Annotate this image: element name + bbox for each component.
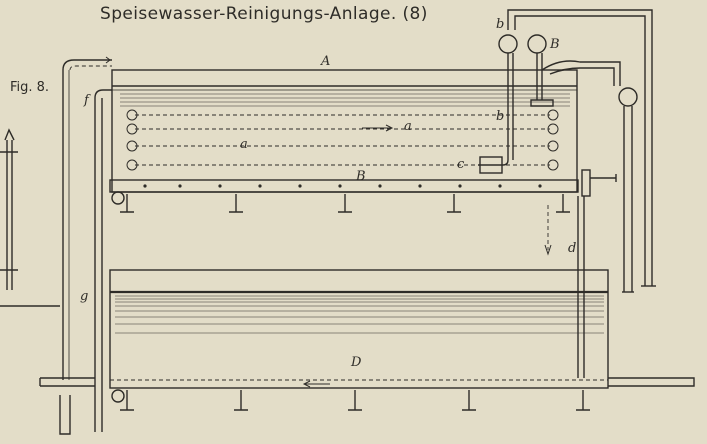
lower-tank-D bbox=[109, 269, 609, 389]
drain-pipes bbox=[39, 377, 695, 387]
label-B-tray: B bbox=[356, 169, 366, 184]
label-f: f bbox=[84, 93, 89, 108]
upper-tank-supports bbox=[120, 194, 570, 213]
label-d: d bbox=[568, 241, 577, 256]
label-b-tank: b bbox=[496, 109, 505, 124]
lower-water-hatching bbox=[115, 295, 604, 334]
figure-number: Fig. 8. bbox=[10, 80, 50, 95]
label-c: c bbox=[457, 157, 465, 172]
valves-b-B bbox=[478, 9, 656, 293]
coil-pipe-ends bbox=[126, 109, 559, 171]
pipe-f-g bbox=[59, 59, 125, 435]
tray-B bbox=[109, 179, 579, 193]
label-B-valve: B bbox=[550, 37, 560, 52]
label-A: A bbox=[321, 54, 331, 69]
downcomer-d bbox=[544, 169, 617, 378]
label-a-upper: a bbox=[404, 119, 412, 134]
flow-arrow-inlet bbox=[100, 56, 111, 64]
label-g: g bbox=[80, 289, 89, 304]
plate-title: Speisewasser-Reinigungs-Anlage. (8) bbox=[100, 4, 428, 24]
label-D: D bbox=[351, 355, 362, 370]
lower-tank-supports bbox=[120, 390, 590, 411]
upper-tank-A bbox=[111, 69, 578, 193]
flow-arrow-upper bbox=[362, 124, 394, 132]
upper-water-hatching bbox=[120, 93, 570, 107]
flow-arrow-lower bbox=[302, 380, 330, 388]
label-a-lower: a bbox=[240, 137, 248, 152]
neighbour-figure-fragment bbox=[0, 128, 60, 307]
label-b-valve: b bbox=[496, 17, 505, 32]
tray-holes bbox=[143, 184, 542, 188]
